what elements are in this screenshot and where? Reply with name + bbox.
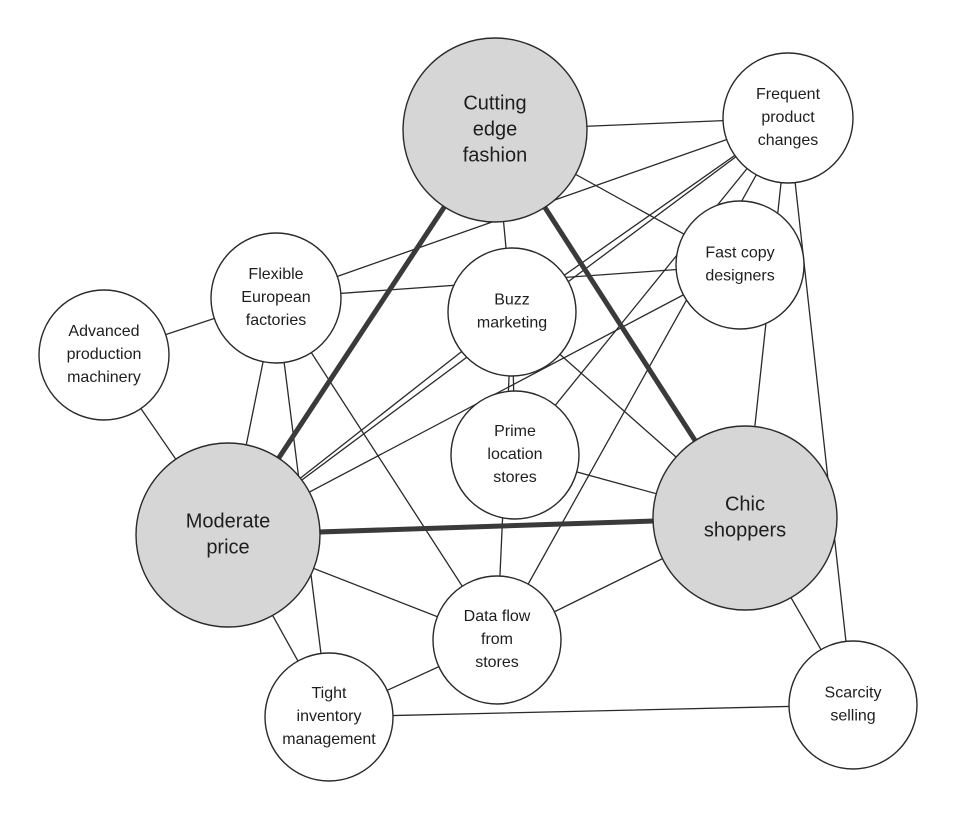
node-label-moderate-1: price bbox=[206, 536, 249, 558]
node-circle-advanced bbox=[38, 289, 170, 421]
node-scarcity: Scarcity selling bbox=[788, 640, 918, 770]
node-label-advanced-0: Advanced bbox=[68, 323, 139, 340]
node-label-frequent-0: Frequent bbox=[756, 86, 821, 103]
node-circle-dataflow bbox=[432, 575, 562, 705]
edge-frequent-prime bbox=[514, 117, 789, 456]
node-label-advanced-2: machinery bbox=[67, 369, 141, 386]
node-label-cutting-2: fashion bbox=[463, 144, 528, 166]
node-circle-chic bbox=[652, 425, 838, 611]
node-label-dataflow-2: stores bbox=[475, 654, 519, 671]
node-label-chic-0: Chic bbox=[725, 493, 765, 515]
node-circle-prime bbox=[450, 390, 580, 520]
node-label-prime-2: stores bbox=[493, 469, 537, 486]
edge-frequent-scarcity bbox=[787, 117, 854, 706]
node-circle-buzz bbox=[447, 247, 577, 377]
node-advanced: Advanced production machinery bbox=[38, 289, 170, 421]
node-circle-fastcopy bbox=[675, 200, 805, 330]
node-label-flexible-2: factories bbox=[246, 312, 306, 329]
node-circle-moderate bbox=[135, 442, 321, 628]
node-circle-frequent bbox=[722, 52, 854, 184]
node-label-chic-1: shoppers bbox=[704, 519, 786, 541]
node-circle-cutting bbox=[402, 37, 588, 223]
node-buzz: Buzz marketing bbox=[447, 247, 577, 377]
node-label-buzz-0: Buzz bbox=[494, 292, 530, 309]
node-cutting: Cutting edge fashion bbox=[402, 37, 588, 223]
node-label-prime-0: Prime bbox=[494, 423, 536, 440]
node-circle-flexible bbox=[210, 232, 342, 364]
node-label-advanced-1: production bbox=[67, 346, 142, 363]
node-label-dataflow-1: from bbox=[481, 631, 513, 648]
edge-tight-scarcity bbox=[328, 704, 854, 718]
node-label-tight-2: management bbox=[282, 731, 376, 748]
node-label-fastcopy-0: Fast copy bbox=[705, 245, 774, 262]
node-prime: Prime location stores bbox=[450, 390, 580, 520]
node-label-tight-1: inventory bbox=[297, 708, 362, 725]
node-circle-scarcity bbox=[788, 640, 918, 770]
node-label-tight-0: Tight bbox=[312, 685, 348, 702]
node-frequent: Frequent product changes bbox=[722, 52, 854, 184]
node-label-prime-1: location bbox=[487, 446, 542, 463]
node-chic: Chic shoppers bbox=[652, 425, 838, 611]
edge-flexible-dataflow bbox=[275, 297, 498, 641]
node-label-frequent-2: changes bbox=[758, 132, 819, 149]
node-label-dataflow-0: Data flow bbox=[464, 608, 531, 625]
node-label-cutting-1: edge bbox=[473, 118, 518, 140]
node-label-frequent-1: product bbox=[761, 109, 815, 126]
node-moderate: Moderate price bbox=[135, 442, 321, 628]
node-label-buzz-1: marketing bbox=[477, 315, 547, 332]
node-tight: Tight inventory management bbox=[264, 652, 394, 782]
node-label-cutting-0: Cutting bbox=[463, 92, 526, 114]
node-dataflow: Data flow from stores bbox=[432, 575, 562, 705]
node-label-scarcity-0: Scarcity bbox=[825, 685, 882, 702]
node-fastcopy: Fast copy designers bbox=[675, 200, 805, 330]
node-label-scarcity-1: selling bbox=[830, 708, 875, 725]
node-label-fastcopy-1: designers bbox=[705, 268, 774, 285]
node-label-flexible-1: European bbox=[241, 289, 310, 306]
node-circle-tight bbox=[264, 652, 394, 782]
node-label-moderate-0: Moderate bbox=[186, 510, 271, 532]
node-label-flexible-0: Flexible bbox=[248, 266, 303, 283]
